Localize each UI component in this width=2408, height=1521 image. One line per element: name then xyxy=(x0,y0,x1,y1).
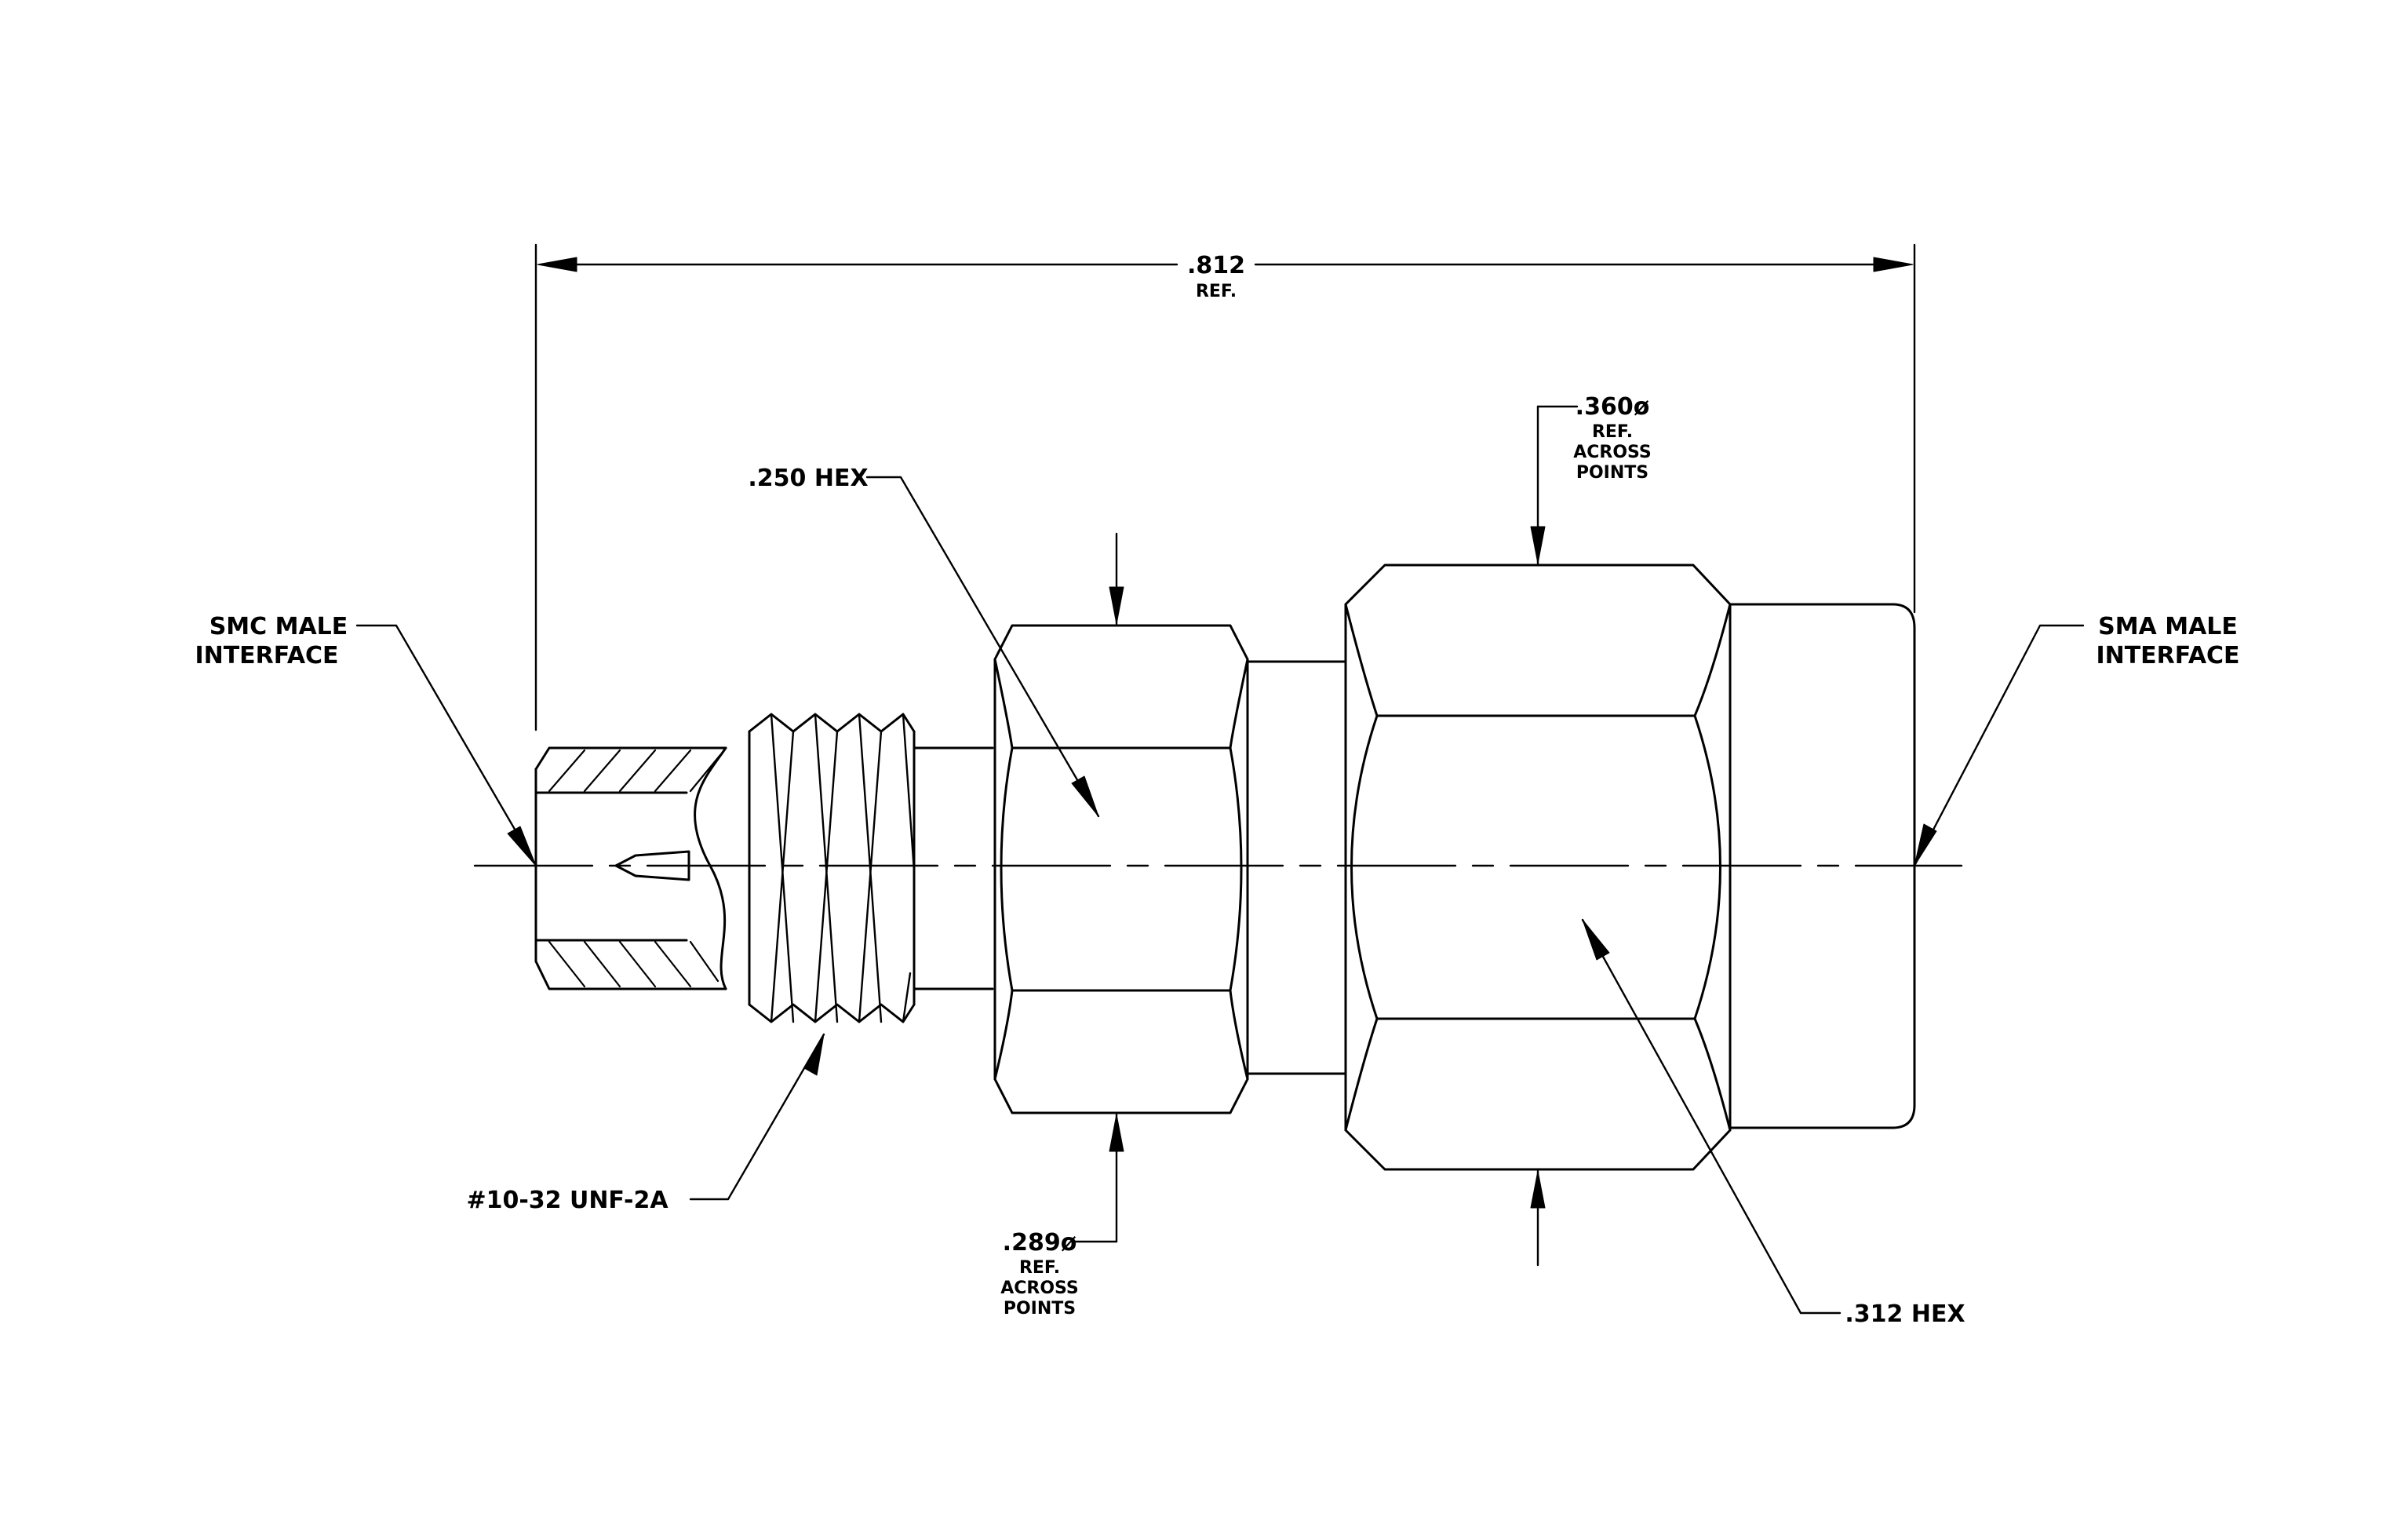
large-hex-callout: .312 HEX xyxy=(1581,918,1965,1328)
small-hex-nut xyxy=(993,624,1249,1114)
small-hex-points-across: ACROSS xyxy=(1000,1278,1079,1298)
small-hex-outline xyxy=(993,624,1249,1114)
smc-hatch-bottom xyxy=(548,940,719,988)
smc-label-line-2: INTERFACE xyxy=(195,642,338,669)
sma-interface-callout: SMA MALE INTERFACE xyxy=(1913,613,2240,867)
neck-1 xyxy=(913,746,994,990)
threaded-section xyxy=(748,713,916,1023)
large-hex-chamfer-left xyxy=(1344,603,1379,1132)
overall-length-dimension: .812 REF. xyxy=(534,243,1916,731)
large-hex-points-dimension: .360ø REF. ACROSS POINTS xyxy=(1530,393,1652,1267)
thread-callout: #10-32 UNF-2A xyxy=(466,1033,825,1214)
large-hex-points-across: ACROSS xyxy=(1573,443,1652,462)
smc-break-line xyxy=(694,746,727,990)
small-hex-points-value: .289ø xyxy=(1003,1229,1077,1257)
thread-crest-top xyxy=(748,713,916,733)
large-hex-outline xyxy=(1344,564,1732,1171)
small-hex-callout: .250 HEX xyxy=(748,465,1100,818)
large-hex-points-value: .360ø xyxy=(1576,393,1650,421)
sma-label-line-2: INTERFACE xyxy=(2096,642,2239,669)
overall-length-value: .812 xyxy=(1187,252,1245,279)
neck-2 xyxy=(1246,660,1347,1075)
smc-hatch-top xyxy=(548,749,722,793)
thread-crest-bottom xyxy=(748,1003,916,1023)
arrowhead-right xyxy=(1873,257,1914,272)
arrowhead-left xyxy=(537,257,577,272)
smc-outline-top xyxy=(534,746,727,771)
thread-label: #10-32 UNF-2A xyxy=(466,1187,668,1214)
small-hex-label: .250 HEX xyxy=(748,465,868,492)
small-hex-points-points: POINTS xyxy=(1004,1299,1076,1319)
large-hex-points-ref: REF. xyxy=(1592,422,1633,442)
small-hex-points-dimension: .289ø REF. ACROSS POINTS xyxy=(1000,532,1124,1319)
small-hex-chamfer-left xyxy=(993,658,1014,1081)
small-hex-chamfer-right xyxy=(1229,658,1249,1081)
smc-label-line-1: SMC MALE xyxy=(209,613,348,640)
smc-center-pin xyxy=(614,850,690,881)
smc-interface-callout: SMC MALE INTERFACE xyxy=(195,613,537,867)
large-hex-label: .312 HEX xyxy=(1845,1300,1965,1328)
small-hex-points-ref: REF. xyxy=(1019,1258,1060,1278)
smc-interface-body xyxy=(534,746,727,990)
sma-label-line-1: SMA MALE xyxy=(2098,613,2238,640)
large-hex-chamfer-right xyxy=(1693,603,1732,1132)
large-hex-nut xyxy=(1344,564,1732,1171)
smc-outline-bottom xyxy=(534,960,727,990)
large-hex-points-points: POINTS xyxy=(1576,463,1648,483)
overall-length-ref: REF. xyxy=(1196,282,1237,301)
